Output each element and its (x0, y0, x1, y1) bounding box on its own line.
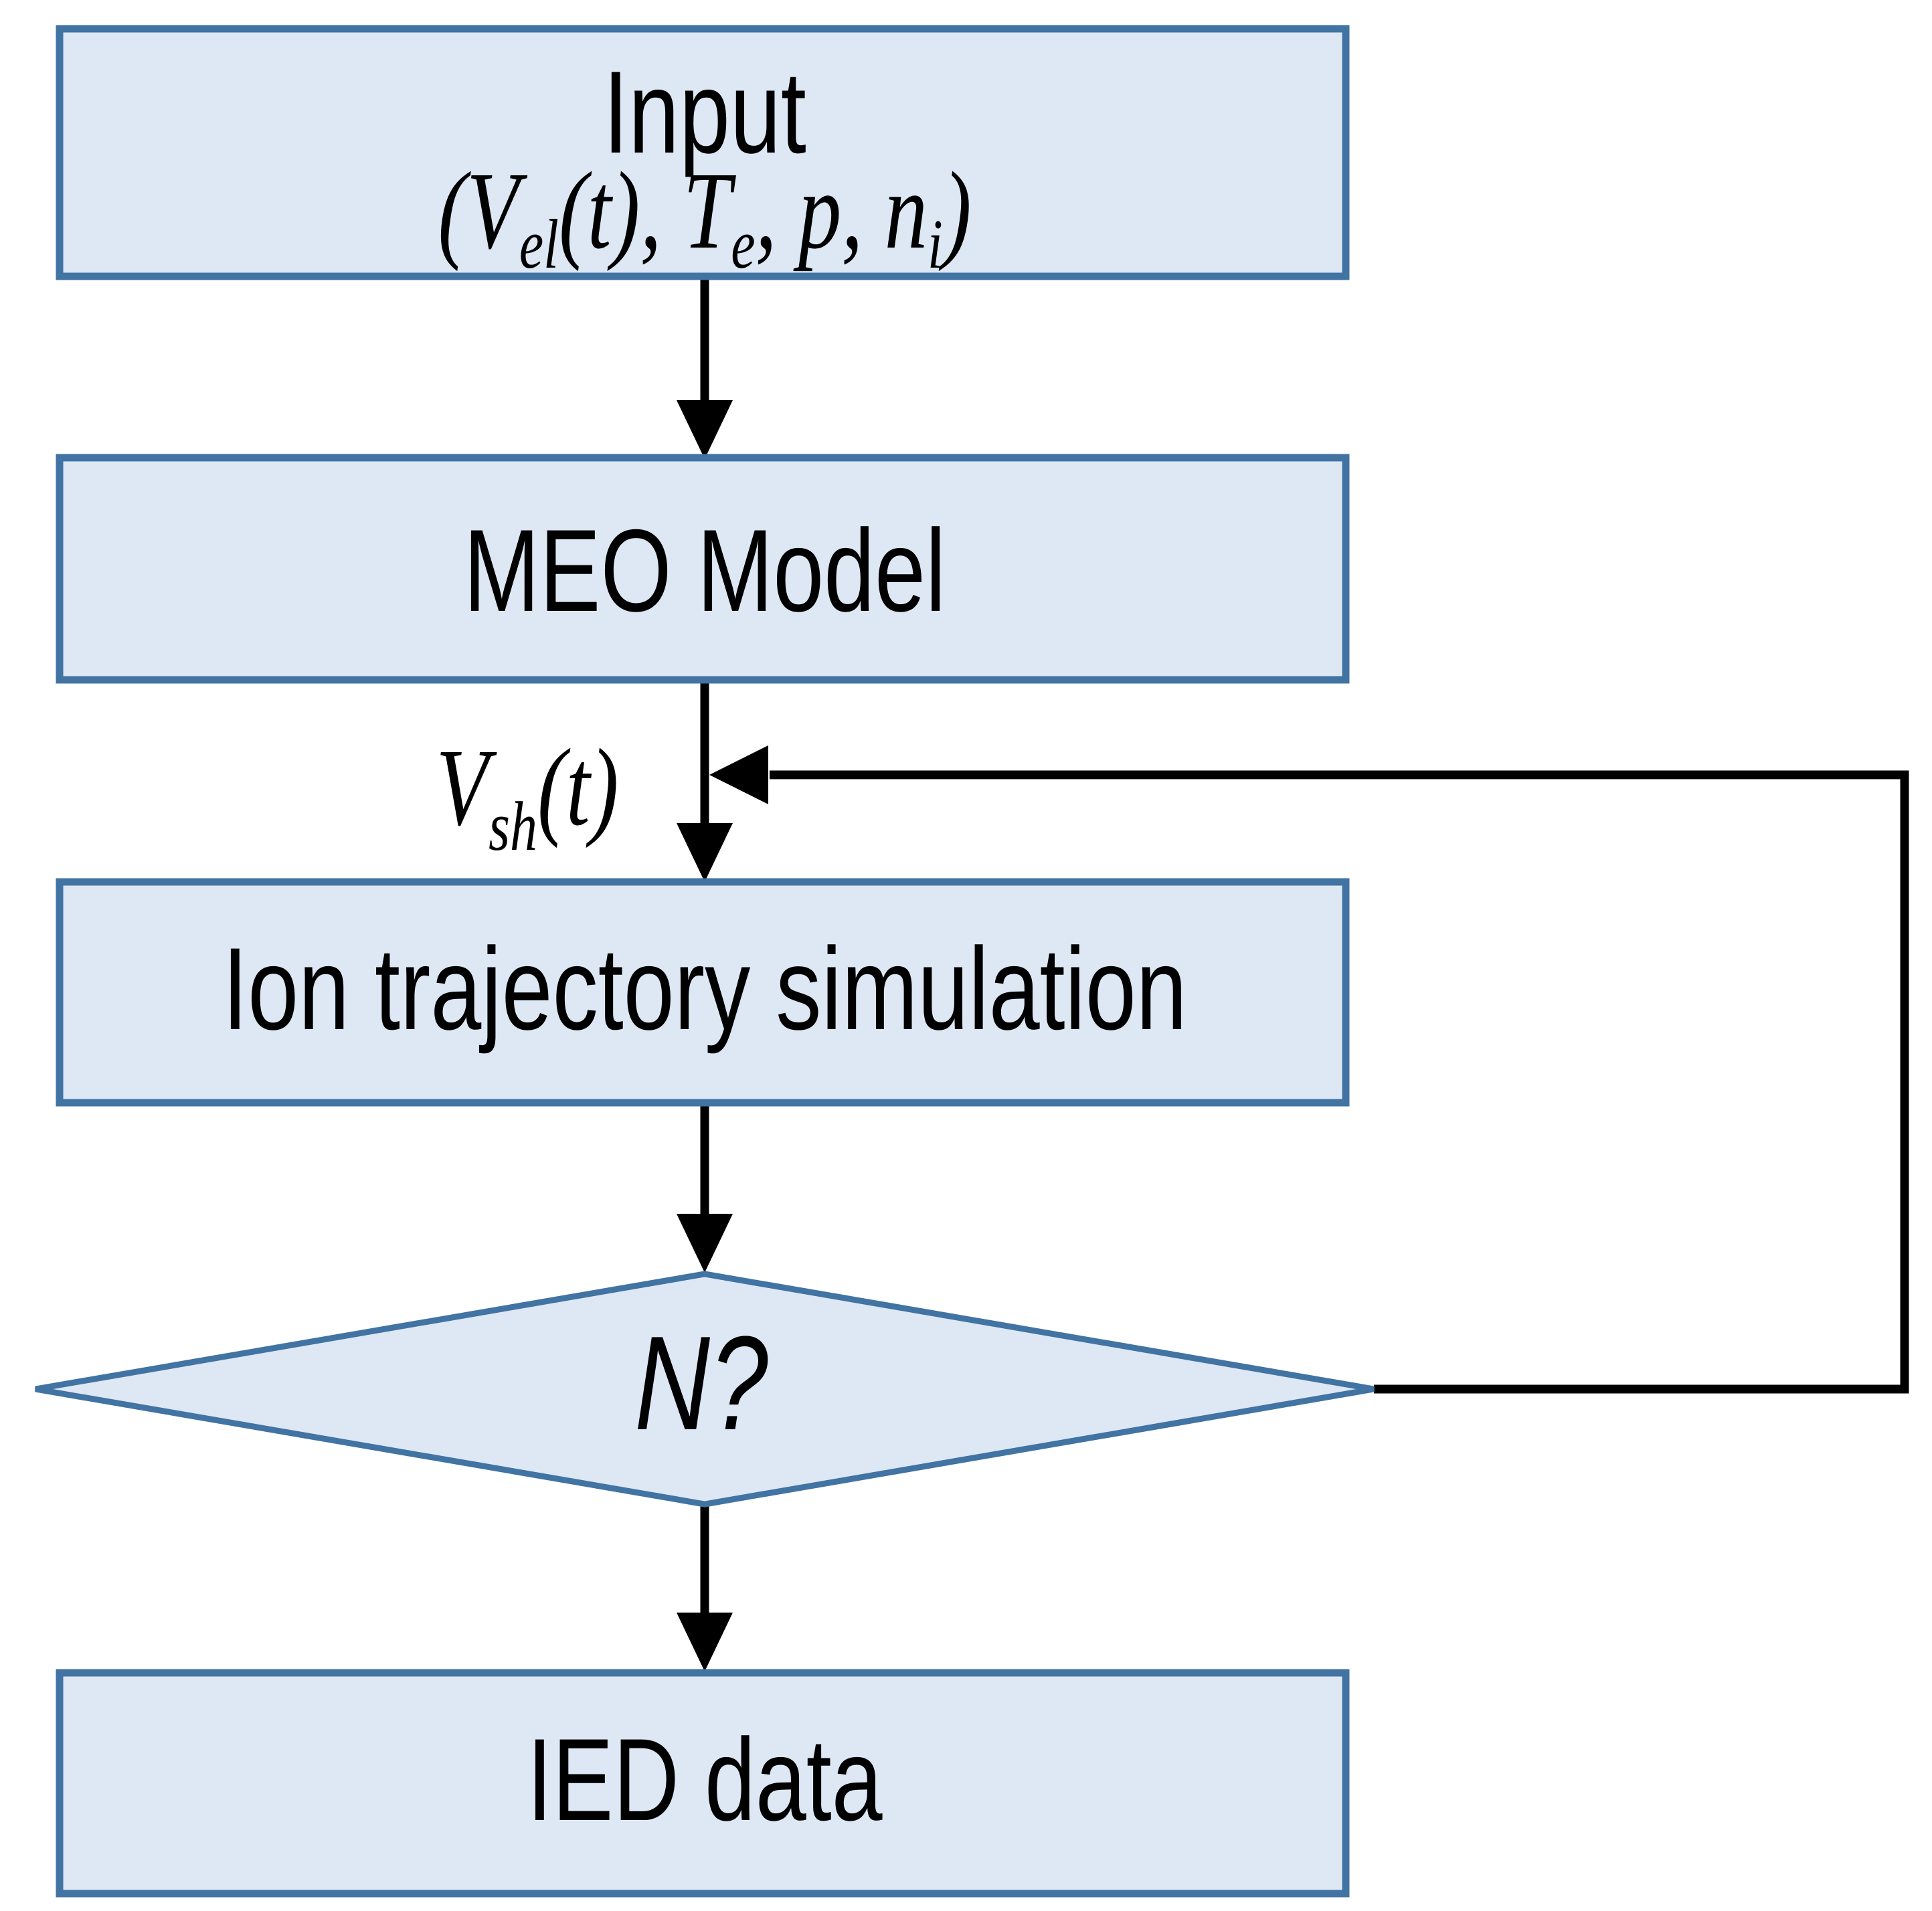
feedback-loop-arrowhead-icon (709, 745, 768, 804)
ied-data-node (56, 1669, 1350, 1898)
meo-model-node (56, 454, 1350, 684)
arrow-ion-to-decision-head-icon (677, 1214, 733, 1273)
arrow-decision-to-ied-head-icon (677, 1613, 733, 1671)
decision-diamond (35, 1271, 1375, 1508)
ion-trajectory-node-label: Ion trajectory simulation (222, 924, 1187, 1055)
connectors (677, 276, 1909, 1671)
feedback-loop-line (770, 770, 1909, 1394)
vsh-edge-label: Vsh(t) (436, 727, 619, 865)
input-node (56, 25, 1350, 280)
arrow-meo-to-ion-head-icon (677, 823, 733, 882)
meo-model-node-label: MEO Model (464, 506, 946, 636)
ion-trajectory-node (56, 878, 1350, 1107)
input-node-formula: (Vel(t), Te, p, ni) (438, 150, 971, 283)
ied-data-node-label: IED data (527, 1715, 883, 1845)
input-node-title: Input (603, 48, 806, 178)
nodes: Input (Vel(t), Te, p, ni) MEO Model Vsh(… (35, 25, 1375, 1898)
decision-diamond-label: N? (634, 1309, 768, 1458)
arrow-input-to-meo-head-icon (677, 400, 733, 459)
